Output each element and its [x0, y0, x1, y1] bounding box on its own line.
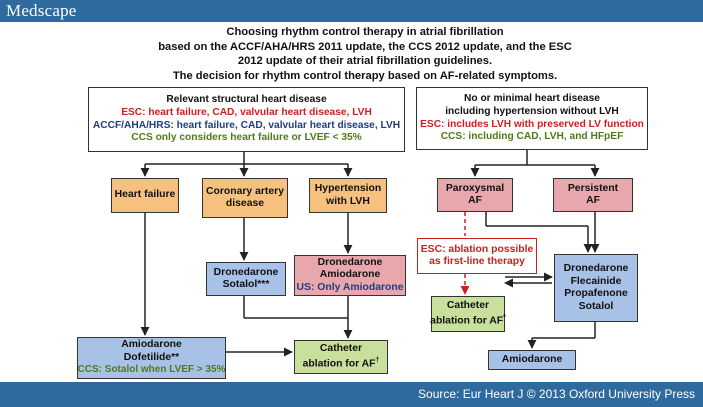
heart-failure-label: Heart failure	[114, 189, 176, 201]
cath-right-line-2: ablation for AF	[430, 315, 504, 327]
cath-left-line-2-wrap: ablation for AF†	[303, 355, 380, 371]
persistent-label-line-2: AF	[586, 195, 600, 206]
cath-left-line-1: Catheter	[319, 342, 363, 354]
right-antiarrhythmics-box: Dronedarone Flecainide Propafenone Sotal…	[554, 254, 638, 322]
right-drug-1: Dronedarone	[563, 263, 629, 274]
cath-left-footnote: †	[375, 357, 380, 365]
catheter-ablation-right-box: Catheter ablation for AF*	[430, 296, 506, 332]
minimal-esc-criteria: ESC: includes LVH with preserved LV func…	[420, 118, 644, 130]
heart-failure-box: Heart failure	[111, 178, 179, 213]
esc-ablation-note-box: ESC: ablation possible as first-line the…	[417, 238, 537, 274]
source-citation: Source: Eur Heart J © 2013 Oxford Univer…	[418, 387, 695, 401]
esc-ablation-line-1: ESC: ablation possible	[420, 243, 534, 255]
hypertension-lvh-box: Hypertension with LVH	[309, 178, 387, 213]
title-line-1: Choosing rhythm control therapy in atria…	[226, 26, 504, 38]
dronamio-us-note: US: Only Amiodarone	[296, 281, 404, 293]
cath-right-footnote: *	[503, 314, 506, 322]
paroxysmal-label-line-2: AF	[468, 195, 482, 206]
diagram-title: Choosing rhythm control therapy in atria…	[150, 25, 580, 83]
title-line-4: The decision for rhythm control therapy …	[172, 69, 558, 82]
dronsot-line-1: Dronedarone	[213, 266, 279, 278]
minimal-heart-disease-box: No or minimal heart disease including hy…	[416, 87, 648, 150]
cath-right-line-2-wrap: ablation for AF*	[430, 312, 506, 328]
htn-label-line-1: Hypertension	[314, 183, 382, 194]
cath-right-line-1: Catheter	[446, 299, 490, 311]
right-drug-4: Sotalol	[578, 300, 614, 312]
structural-esc-criteria: ESC: heart failure, CAD, valvular heart …	[121, 106, 372, 118]
coronary-artery-disease-box: Coronary artery disease	[202, 178, 288, 218]
cath-left-line-2: ablation for AF	[302, 358, 376, 370]
persistent-af-box: Persistent AF	[553, 178, 633, 212]
paroxysmal-label-line-1: Paroxysmal	[445, 182, 505, 194]
bottom-banner: Source: Eur Heart J © 2013 Oxford Univer…	[0, 382, 703, 407]
amiodarone-box: Amiodarone	[488, 350, 576, 370]
paroxysmal-af-box: Paroxysmal AF	[437, 178, 513, 212]
persistent-label-line-1: Persistent	[567, 182, 619, 194]
structural-heart-disease-box: Relevant structural heart disease ESC: h…	[88, 87, 405, 152]
top-banner: Medscape	[0, 0, 703, 22]
medscape-logo: Medscape	[6, 1, 77, 20]
htn-label-line-2: with LVH	[326, 195, 370, 207]
amiodarone-dofetilide-box: Amiodarone Dofetilide** CCS: Sotalol whe…	[77, 337, 226, 379]
dronamio-line-2: Amiodarone	[319, 269, 381, 281]
esc-ablation-line-2: as first-line therapy	[429, 256, 525, 267]
minimal-line-1: No or minimal heart disease	[464, 92, 600, 104]
cad-label-line-1: Coronary artery	[206, 185, 284, 197]
dronsot-line-2: Sotalol***	[222, 279, 270, 290]
amiodarone-label: Amiodarone	[501, 353, 563, 365]
amiodof-line-2: Dofetilide**	[123, 351, 180, 363]
amiodof-line-1: Amiodarone	[121, 339, 182, 351]
right-drug-2: Flecainide	[570, 275, 622, 287]
dronedarone-sotalol-box: Dronedarone Sotalol***	[206, 262, 286, 296]
minimal-ccs-criteria: CCS: including CAD, LVH, and HFpEF	[440, 131, 624, 143]
structural-ccs-criteria: CCS only considers heart failure or LVEF…	[131, 132, 362, 144]
dronedarone-amiodarone-box: Dronedarone Amiodarone US: Only Amiodaro…	[294, 255, 406, 296]
right-drug-3: Propafenone	[564, 288, 628, 299]
structural-heading: Relevant structural heart disease	[166, 93, 327, 105]
title-line-3: 2012 update of their atrial fibrillation…	[237, 55, 493, 67]
amiodof-ccs-note: CCS: Sotalol when LVEF > 35%	[77, 364, 226, 376]
cad-label-line-2: disease	[225, 198, 265, 209]
catheter-ablation-left-box: Catheter ablation for AF†	[294, 340, 388, 374]
structural-accf-criteria: ACCF/AHA/HRS: heart failure, CAD, valvul…	[92, 119, 401, 131]
minimal-line-2: including hypertension without LVH	[445, 105, 619, 117]
title-line-2: based on the ACCF/AHA/HRS 2011 update, t…	[158, 40, 572, 53]
dronamio-line-1: Dronedarone	[317, 256, 383, 268]
